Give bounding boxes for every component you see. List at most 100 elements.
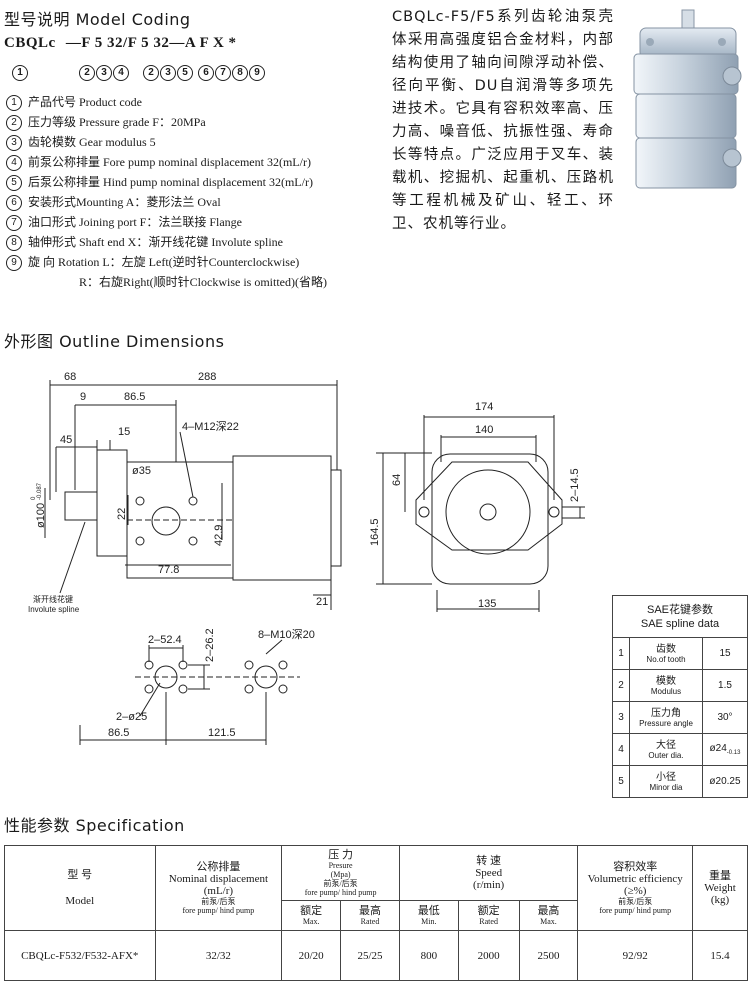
spec-h-eff: 容积效率 Volumetric efficiency (≥%) 前泵/后泵 fo… [577,845,694,931]
spec-cell-s-max: 2500 [518,930,579,981]
code-number: 8 [232,65,248,81]
code-number: 3 [160,65,176,81]
h-en: Nominal displacement [168,873,269,885]
item-number: 1 [6,95,22,112]
h-unit: (mL/r) [203,885,234,897]
dim-135: 135 [478,598,496,610]
model-coding-title: 型号说明 Model Coding [4,10,191,29]
code-part: * [228,35,237,51]
outline-drawing: 68 288 9 86.5 45 15 4–M12深22 ø35 77.8 21… [28,371,585,745]
dim-2-14-5: 2–14.5 [569,468,581,502]
spline-row-num: 4 [612,733,630,766]
item-number: 7 [6,215,22,232]
label-en: Pressure angle [639,718,693,728]
label-en: Outer dia. [648,750,684,760]
code-number: 4 [113,65,129,81]
h-unit: (r/min) [473,879,505,891]
code-part: F [81,35,91,51]
spline-label-en: Involute spline [28,605,80,614]
spline-row-num: 3 [612,701,630,734]
h-sub-en: fore pump/ hind pump [304,888,377,897]
spec-cell-model: CBQLc-F532/F532-AFX* [4,930,156,981]
code-part: 32/ [107,35,128,51]
value-tol: -0.13 [726,750,741,756]
spec-title: 性能参数 Specification [4,816,185,835]
dim-174: 174 [475,401,493,413]
spec-h-disp: 公称排量 Nominal displacement (mL/r) 前泵/后泵 f… [154,845,283,931]
dim-2-26-2: 2–26.2 [204,628,216,662]
dim-d100: ø100 [35,503,47,528]
item-text: 油口形式 Joining port F：法兰联接 Flange [28,215,243,229]
dim-m12: 4–M12深22 [182,420,239,433]
h-en: Speed [475,867,503,879]
spline-title-cn: SAE花键参数 [646,603,713,616]
spline-row-value: 1.5 [702,669,748,702]
h-en: Volumetric efficiency [587,873,683,885]
h-cn: 额定 [477,905,500,917]
h-sub-en: fore pump/ hind pump [182,906,255,915]
label-cn: 大径 [656,739,676,751]
item-number: 3 [6,135,22,152]
product-description: CBQLc-F5/F5系列齿轮油泵壳体采用高强度铝合金材料，内部结构使用了轴向间… [392,9,614,232]
h-cn: 转 速 [476,855,502,867]
spec-cell-p-rated: 20/20 [281,930,342,981]
code-part: A [184,35,196,51]
code-part: — [169,35,185,51]
h-unit: (≥%) [623,885,647,897]
dim-15: 15 [118,426,130,438]
h-en: Presure [328,861,353,870]
spline-title-en: SAE spline data [640,617,720,630]
dim-9: 9 [80,391,86,403]
code-part: 5 [141,35,150,51]
label-cn: 齿数 [656,643,676,655]
rear-body [232,455,332,581]
item-number: 2 [6,115,22,132]
dim-140: 140 [475,424,493,436]
dim-d35: ø35 [132,465,151,477]
h-sub-cn: 前泵/后泵 [618,897,653,906]
spec-h-pressure: 压 力 Presure (Mpa) 前泵/后泵 fore pump/ hind … [281,845,400,901]
code-number: 2 [143,65,159,81]
dim-86-5b: 86.5 [108,727,129,739]
coding-item: 7 油口形式 Joining port F：法兰联接 Flange [6,213,243,232]
dim-m10: 8–M10深20 [258,628,315,641]
item-number: 8 [6,235,22,252]
item-text: 前泵公称排量 Fore pump nominal displacement 32… [28,155,311,169]
item-number: 6 [6,195,22,212]
code-number: 3 [96,65,112,81]
coding-item: 3 齿轮模数 Gear modulus 5 [6,133,156,152]
dim-288: 288 [198,371,216,383]
front-flange [96,449,128,557]
spec-h-model: 型 号 Model [4,845,156,931]
dim-21: 21 [316,596,328,608]
spec-cell-s-rated: 2000 [457,930,520,981]
label-en: No.of tooth [646,654,686,664]
spline-row-value: ø24-0.13 [702,733,748,766]
label-en: Minor dia [649,782,683,792]
item-text: 齿轮模数 Gear modulus 5 [28,135,156,149]
shaft [64,491,98,521]
dim-d100-tol-up: 0 [31,496,37,500]
code-number: 9 [249,65,265,81]
rear-cover [330,469,342,567]
h-en: Min. [421,917,437,926]
code-number: 1 [12,65,28,81]
code-number: 6 [198,65,214,81]
outline-title: 外形图 Outline Dimensions [4,332,225,351]
code-part: — [65,35,82,51]
h-cn: 压 力 [328,849,353,861]
